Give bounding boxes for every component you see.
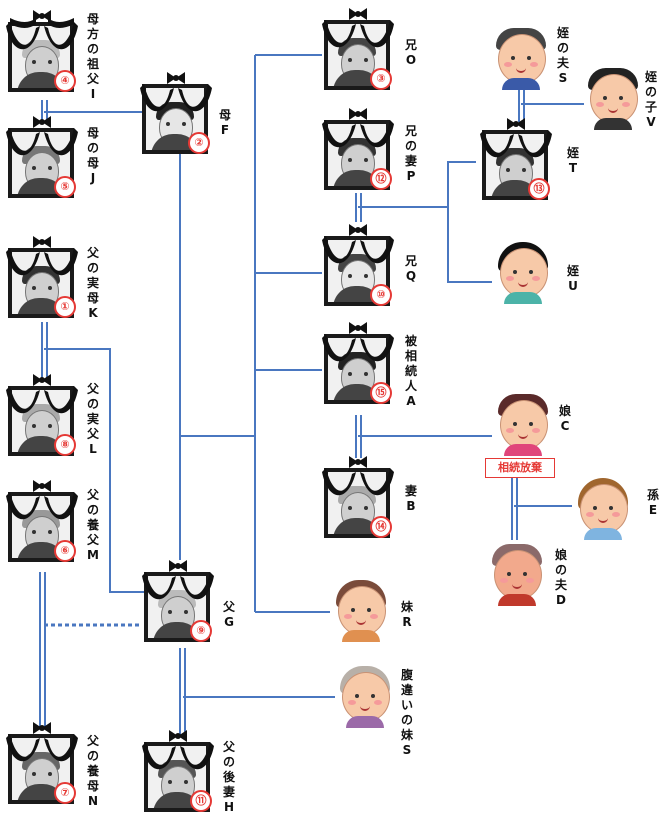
portrait-brother-O: ③ [322,8,394,92]
number-badge: ⑭ [370,516,392,538]
portrait-grandfather-I: ④ [6,10,78,94]
portrait-father-adoptfather-M: ⑥ [6,480,78,564]
portrait-father-birthfather-L: ⑧ [6,374,78,458]
line-PQ-to-U [448,207,492,282]
number-badge: ⑦ [54,782,76,804]
portrait-father-secondwife-H: ⑪ [142,730,214,814]
figure-niece-U [492,240,554,302]
renounce-badge: 相続放棄 [485,458,555,478]
number-badge: ⑮ [370,382,392,404]
number-badge: ⑪ [190,790,212,812]
number-badge: ⑧ [54,434,76,456]
number-badge: ⑫ [370,168,392,190]
portrait-mother-mother-J: ⑤ [6,116,78,200]
portrait-father-birthmother-K: ① [6,236,78,320]
number-badge: ⑬ [528,178,550,200]
number-badge: ⑤ [54,176,76,198]
portrait-mother-F: ② [140,72,212,156]
figure-halfsister-S [334,664,396,726]
number-badge: ⑩ [370,284,392,306]
portrait-decedent-A: ⑮ [322,322,394,406]
portrait-brother-wife-P: ⑫ [322,108,394,192]
portrait-wife-B: ⑭ [322,456,394,540]
figure-daughter-C [492,392,554,454]
figure-daughter-husband-D [486,542,548,604]
figure-niece-child-V [582,66,644,128]
number-badge: ⑨ [190,620,212,642]
number-badge: ⑥ [54,540,76,562]
portrait-brother-Q: ⑩ [322,224,394,308]
figure-niece-husband-S [490,26,552,88]
number-badge: ③ [370,68,392,90]
figure-grandchild-E [572,476,634,538]
figure-sister-R [330,578,392,640]
number-badge: ① [54,296,76,318]
number-badge: ④ [54,70,76,92]
portrait-father-G: ⑨ [142,560,214,644]
portrait-father-adoptmother-N: ⑦ [6,722,78,806]
number-badge: ② [188,132,210,154]
portrait-niece-T: ⑬ [480,118,552,202]
